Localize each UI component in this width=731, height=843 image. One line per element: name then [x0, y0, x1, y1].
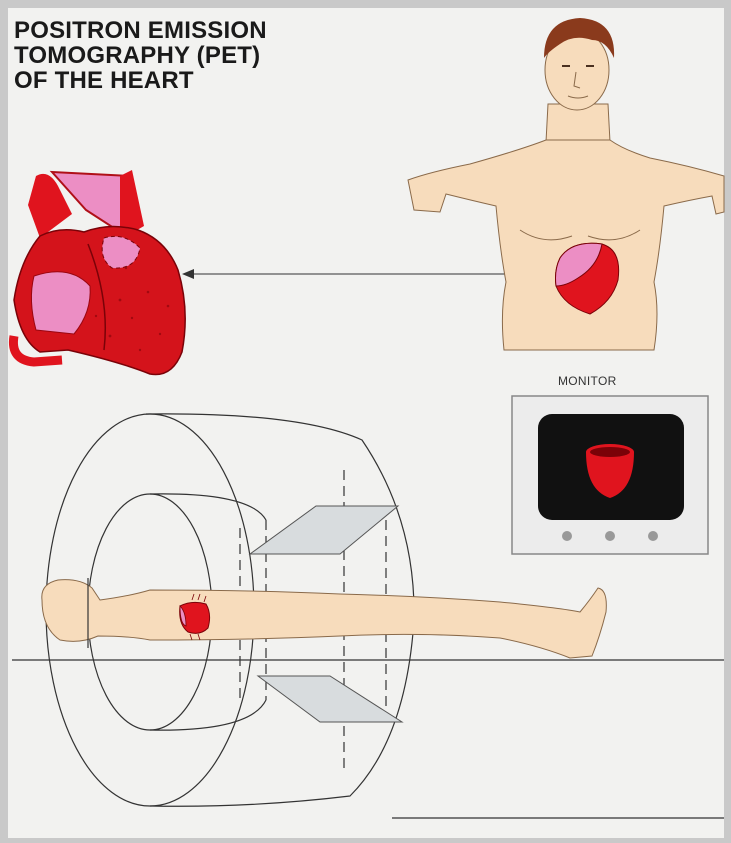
- monitor-label: MONITOR: [558, 374, 617, 388]
- monitor: [512, 396, 708, 554]
- title-line-2: TOMOGRAPHY (PET): [14, 43, 267, 68]
- monitor-button-1: [562, 531, 572, 541]
- title-line-1: POSITRON EMISSION: [14, 18, 267, 43]
- monitor-button-3: [648, 531, 658, 541]
- monitor-button-2: [605, 531, 615, 541]
- diagram-title: POSITRON EMISSION TOMOGRAPHY (PET) OF TH…: [14, 18, 267, 93]
- title-line-3: OF THE HEART: [14, 68, 267, 93]
